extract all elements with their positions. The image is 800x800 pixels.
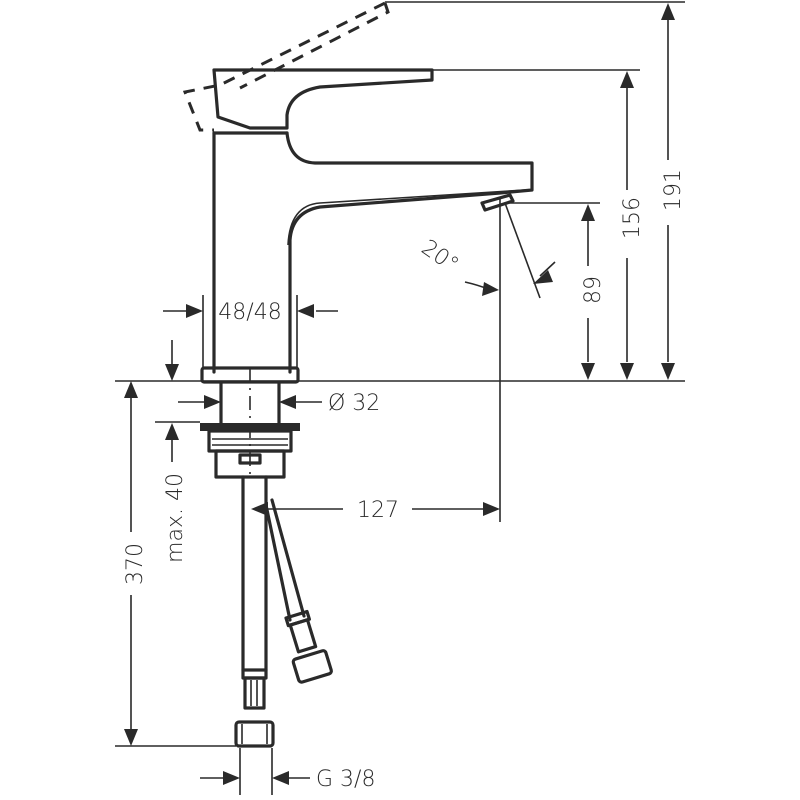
dim-32-label: Ø 32 <box>328 391 380 416</box>
straight-hose-nut <box>234 720 275 748</box>
arrow-down-icon <box>661 363 675 380</box>
dimension-g38: G 3/8 <box>200 767 375 792</box>
arrow-up-icon <box>124 381 138 398</box>
crimp-lines <box>250 680 258 706</box>
nut-flats <box>241 724 268 744</box>
arrow-left-icon <box>533 270 553 284</box>
angled-hose-fittings <box>284 609 333 684</box>
faucet-body <box>182 1 534 480</box>
arrow-left-icon <box>279 395 296 409</box>
lever-raised-outline-top <box>239 2 390 90</box>
arrow-left-icon <box>297 304 314 318</box>
dimension-156: 156 <box>620 71 645 380</box>
arrow-up-icon <box>581 204 595 221</box>
dim-g38-label: G 3/8 <box>316 767 375 792</box>
lever-raised-outline <box>182 1 386 132</box>
arrow-down-icon <box>581 363 595 380</box>
arrow-right-icon <box>482 282 499 296</box>
aerator <box>480 193 515 212</box>
dimension-48: 48/48 <box>163 300 338 325</box>
dimension-89: 89 <box>581 204 606 380</box>
nut-body <box>214 449 286 479</box>
dim-48-label: 48/48 <box>218 300 281 325</box>
arrow-right-icon <box>204 395 221 409</box>
straight-hose-crimp <box>243 676 266 710</box>
dim-127-label: 127 <box>357 498 399 523</box>
dimension-20deg: 20° <box>417 235 556 296</box>
arrow-right-icon <box>186 304 203 318</box>
dimension-127: 127 <box>251 498 500 523</box>
arrow-up-icon <box>165 423 179 440</box>
dim-max40-label: max. 40 <box>163 473 188 563</box>
angled-hose-nut <box>291 649 333 684</box>
dim-20deg-label: 20° <box>417 235 463 278</box>
dimension-370: 370 <box>123 381 148 746</box>
ref-g38 <box>239 748 273 795</box>
dimension-191: 191 <box>661 3 686 380</box>
lever-handle <box>212 68 434 130</box>
dimension-diameter-32: Ø 32 <box>178 391 380 416</box>
shank <box>219 381 281 425</box>
arrow-down-icon <box>165 364 179 381</box>
spout <box>285 131 534 374</box>
angle-leader-right <box>539 261 556 277</box>
arrow-up-icon <box>620 71 634 88</box>
supply-hoses <box>234 475 333 748</box>
dim-89-label: 89 <box>581 276 606 304</box>
dim-370-label: 370 <box>123 543 148 585</box>
arrow-up-icon <box>661 3 675 20</box>
ref-48 <box>202 295 298 368</box>
spout-underside <box>287 189 526 246</box>
dim-156-label: 156 <box>620 197 645 239</box>
ref-20deg <box>504 202 541 299</box>
dim-191-label: 191 <box>661 169 686 211</box>
angled-crimp <box>288 618 318 654</box>
arrow-left-icon <box>251 502 268 516</box>
arrow-left-icon <box>272 771 289 785</box>
reference-lines <box>115 1 685 795</box>
dimension-max40: max. 40 <box>163 340 188 563</box>
arrow-right-icon <box>483 502 500 516</box>
arrow-down-icon <box>124 729 138 746</box>
arrow-right-icon <box>223 771 240 785</box>
arrow-down-icon <box>620 363 634 380</box>
angled-hose <box>264 498 306 622</box>
